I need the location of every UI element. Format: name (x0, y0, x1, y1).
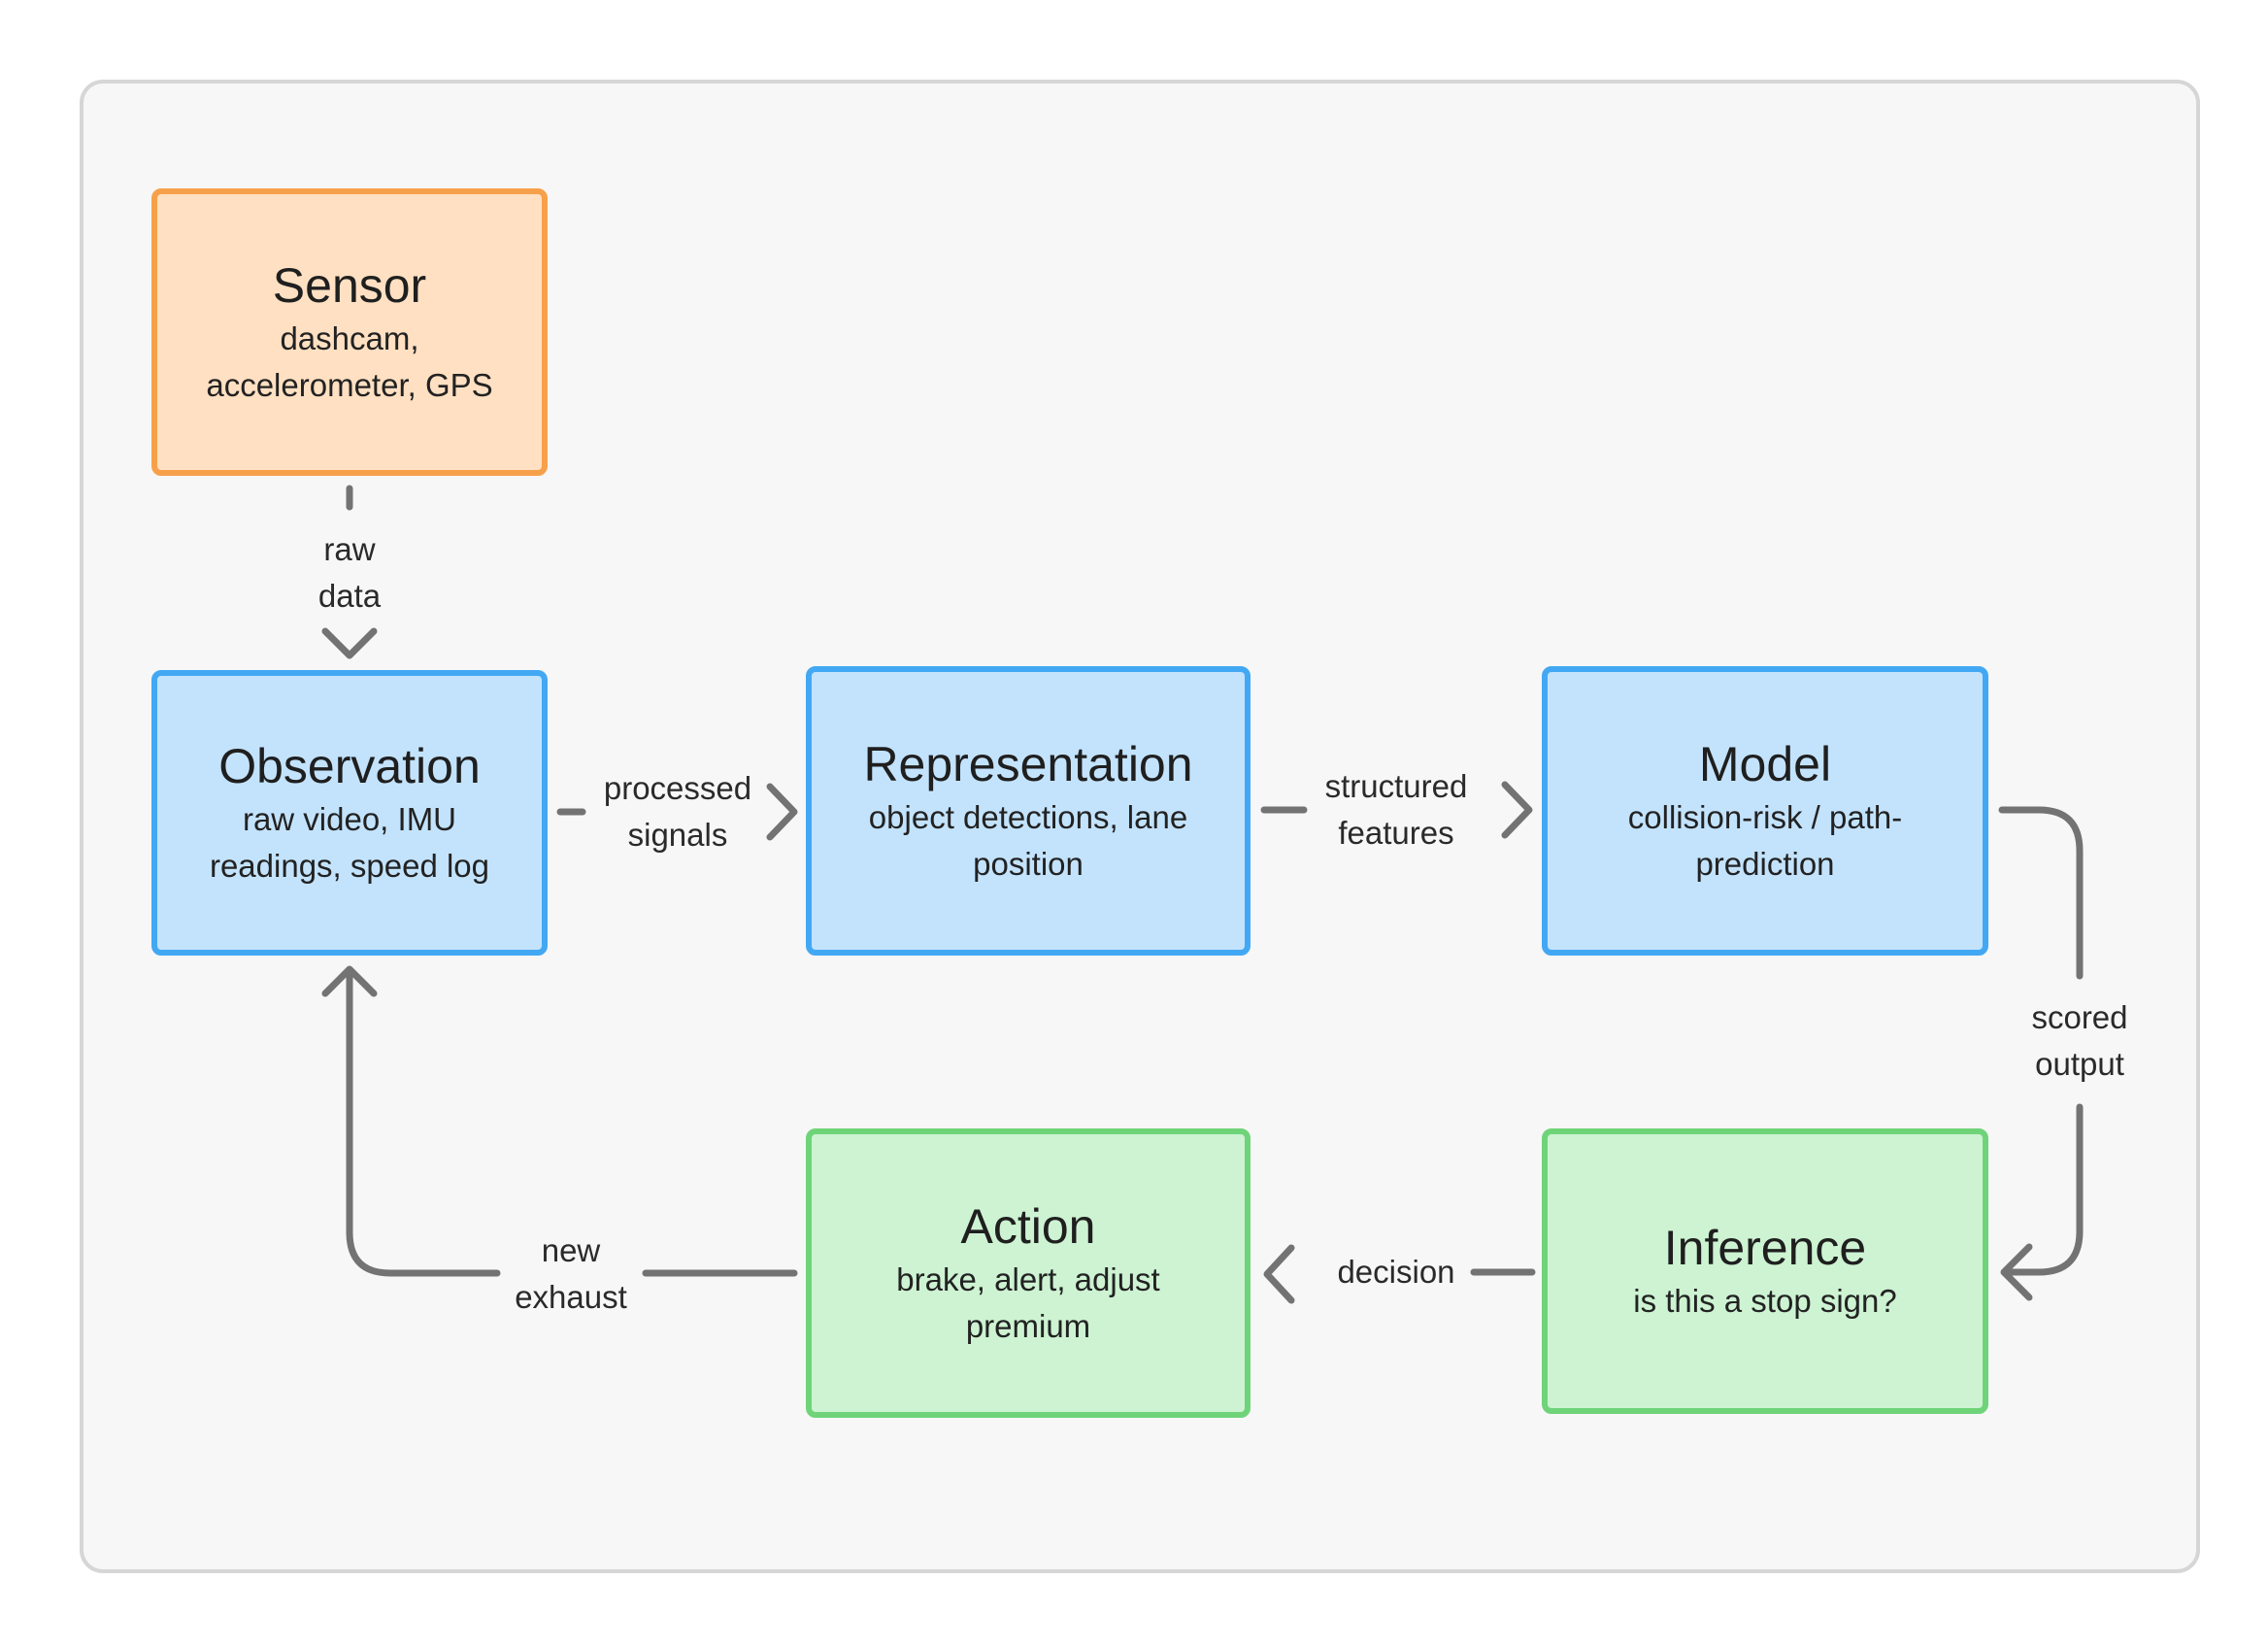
node-observation-subtitle: raw video, IMU readings, speed log (209, 801, 490, 884)
edge-label-decision: decision (1337, 1254, 1455, 1290)
edge-label-scored-output: scored output (2031, 999, 2128, 1082)
edge-label-new-exhaust: new exhaust (515, 1232, 627, 1315)
node-observation-title: Observation (218, 739, 481, 793)
node-model-title: Model (1698, 737, 1832, 791)
node-sensor[interactable]: Sensor dashcam, accelerometer, GPS (151, 188, 548, 476)
edge-label-processed-signals: processed signals (603, 770, 752, 853)
node-inference[interactable]: Inference is this a stop sign? (1542, 1128, 1988, 1414)
node-action-title: Action (960, 1199, 1096, 1254)
node-sensor-subtitle: dashcam, accelerometer, GPS (206, 320, 493, 403)
node-inference-subtitle: is this a stop sign? (1633, 1283, 1897, 1319)
node-action[interactable]: Action brake, alert, adjust premium (806, 1128, 1251, 1418)
node-sensor-title: Sensor (272, 258, 427, 313)
node-representation-title: Representation (863, 737, 1193, 791)
edge-scored-output-arrowhead (2000, 1243, 2033, 1301)
edge-scored-output-line-bottom (2006, 1103, 2084, 1276)
edge-decision-arrowhead (1263, 1244, 1295, 1304)
node-model[interactable]: Model collision-risk / path- prediction (1542, 666, 1988, 956)
edge-scored-output-line-top (1998, 806, 2084, 980)
edge-label-structured-features: structured features (1324, 768, 1468, 851)
edge-processed-signals-arrowhead (766, 783, 798, 841)
edge-new-exhaust-line-left (346, 970, 501, 1277)
node-action-subtitle: brake, alert, adjust premium (896, 1261, 1160, 1344)
edge-new-exhaust-arrowhead (321, 965, 378, 997)
edge-label-raw-data: raw data (317, 531, 382, 614)
edge-structured-features-arrowhead (1501, 781, 1533, 839)
node-observation[interactable]: Observation raw video, IMU readings, spe… (151, 670, 548, 956)
node-inference-title: Inference (1663, 1221, 1867, 1275)
node-representation[interactable]: Representation object detections, lane p… (806, 666, 1251, 956)
node-model-subtitle: collision-risk / path- prediction (1627, 799, 1903, 882)
node-representation-subtitle: object detections, lane position (868, 799, 1188, 882)
edge-raw-data-arrowhead (321, 627, 378, 659)
